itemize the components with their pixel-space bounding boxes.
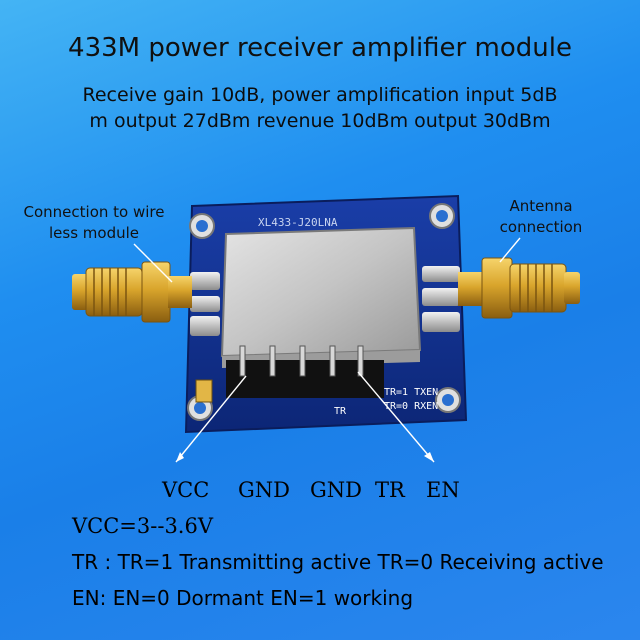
callout-arrows xyxy=(133,237,521,463)
board-tr0-silkscreen: TR=0 RXEN xyxy=(384,401,438,412)
pin-en xyxy=(357,345,364,377)
board-tr-silkscreen: TR xyxy=(334,406,347,417)
antenna-callout: Antenna connection xyxy=(486,196,596,238)
pin-label-tr: TR xyxy=(375,478,405,502)
pin-label-en: EN xyxy=(426,478,460,502)
product-title: 433M power receiver amplifier module xyxy=(68,33,572,63)
rf-shield-can xyxy=(220,226,422,368)
pin-label-vcc: VCC xyxy=(162,478,210,502)
rf-solder-pads xyxy=(190,266,460,336)
spec-subtitle-line-2: m output 27dBm revenue 10dBm output 30dB… xyxy=(89,110,551,132)
callout-line: less module xyxy=(48,224,139,242)
tr-spec: TR : TR=1 Transmitting active TR=0 Recei… xyxy=(72,550,604,574)
header-pins xyxy=(226,345,384,398)
capacitor xyxy=(195,379,213,403)
callout-line: Connection to wire xyxy=(23,203,165,221)
pin-label-gnd-1: GND xyxy=(238,478,290,502)
callout-line: connection xyxy=(499,218,583,236)
wireless-module-callout: Connection to wire less module xyxy=(6,202,182,244)
sma-connector-right xyxy=(458,257,580,319)
pin-gnd-2 xyxy=(299,345,306,377)
vcc-spec: VCC=3--3.6V xyxy=(72,514,214,538)
pin-callout-arrow-right xyxy=(357,371,435,463)
left-callout-arrow xyxy=(133,243,173,283)
sma-connector-left xyxy=(72,261,192,323)
spec-subtitle-line-1: Receive gain 10dB, power amplification i… xyxy=(82,84,558,106)
board-model-silkscreen: XL433-J20LNA xyxy=(258,216,338,229)
pin-tr xyxy=(329,345,336,377)
pin-vcc xyxy=(239,345,246,377)
pin-label-gnd-2: GND xyxy=(310,478,362,502)
pin-callout-arrow-left xyxy=(175,375,247,463)
callout-line: Antenna xyxy=(509,197,573,215)
right-callout-arrow xyxy=(499,237,521,263)
board-tr1-silkscreen: TR=1 TXEN xyxy=(384,387,438,398)
pin-gnd-1 xyxy=(269,345,276,377)
en-spec: EN: EN=0 Dormant EN=1 working xyxy=(72,586,414,610)
